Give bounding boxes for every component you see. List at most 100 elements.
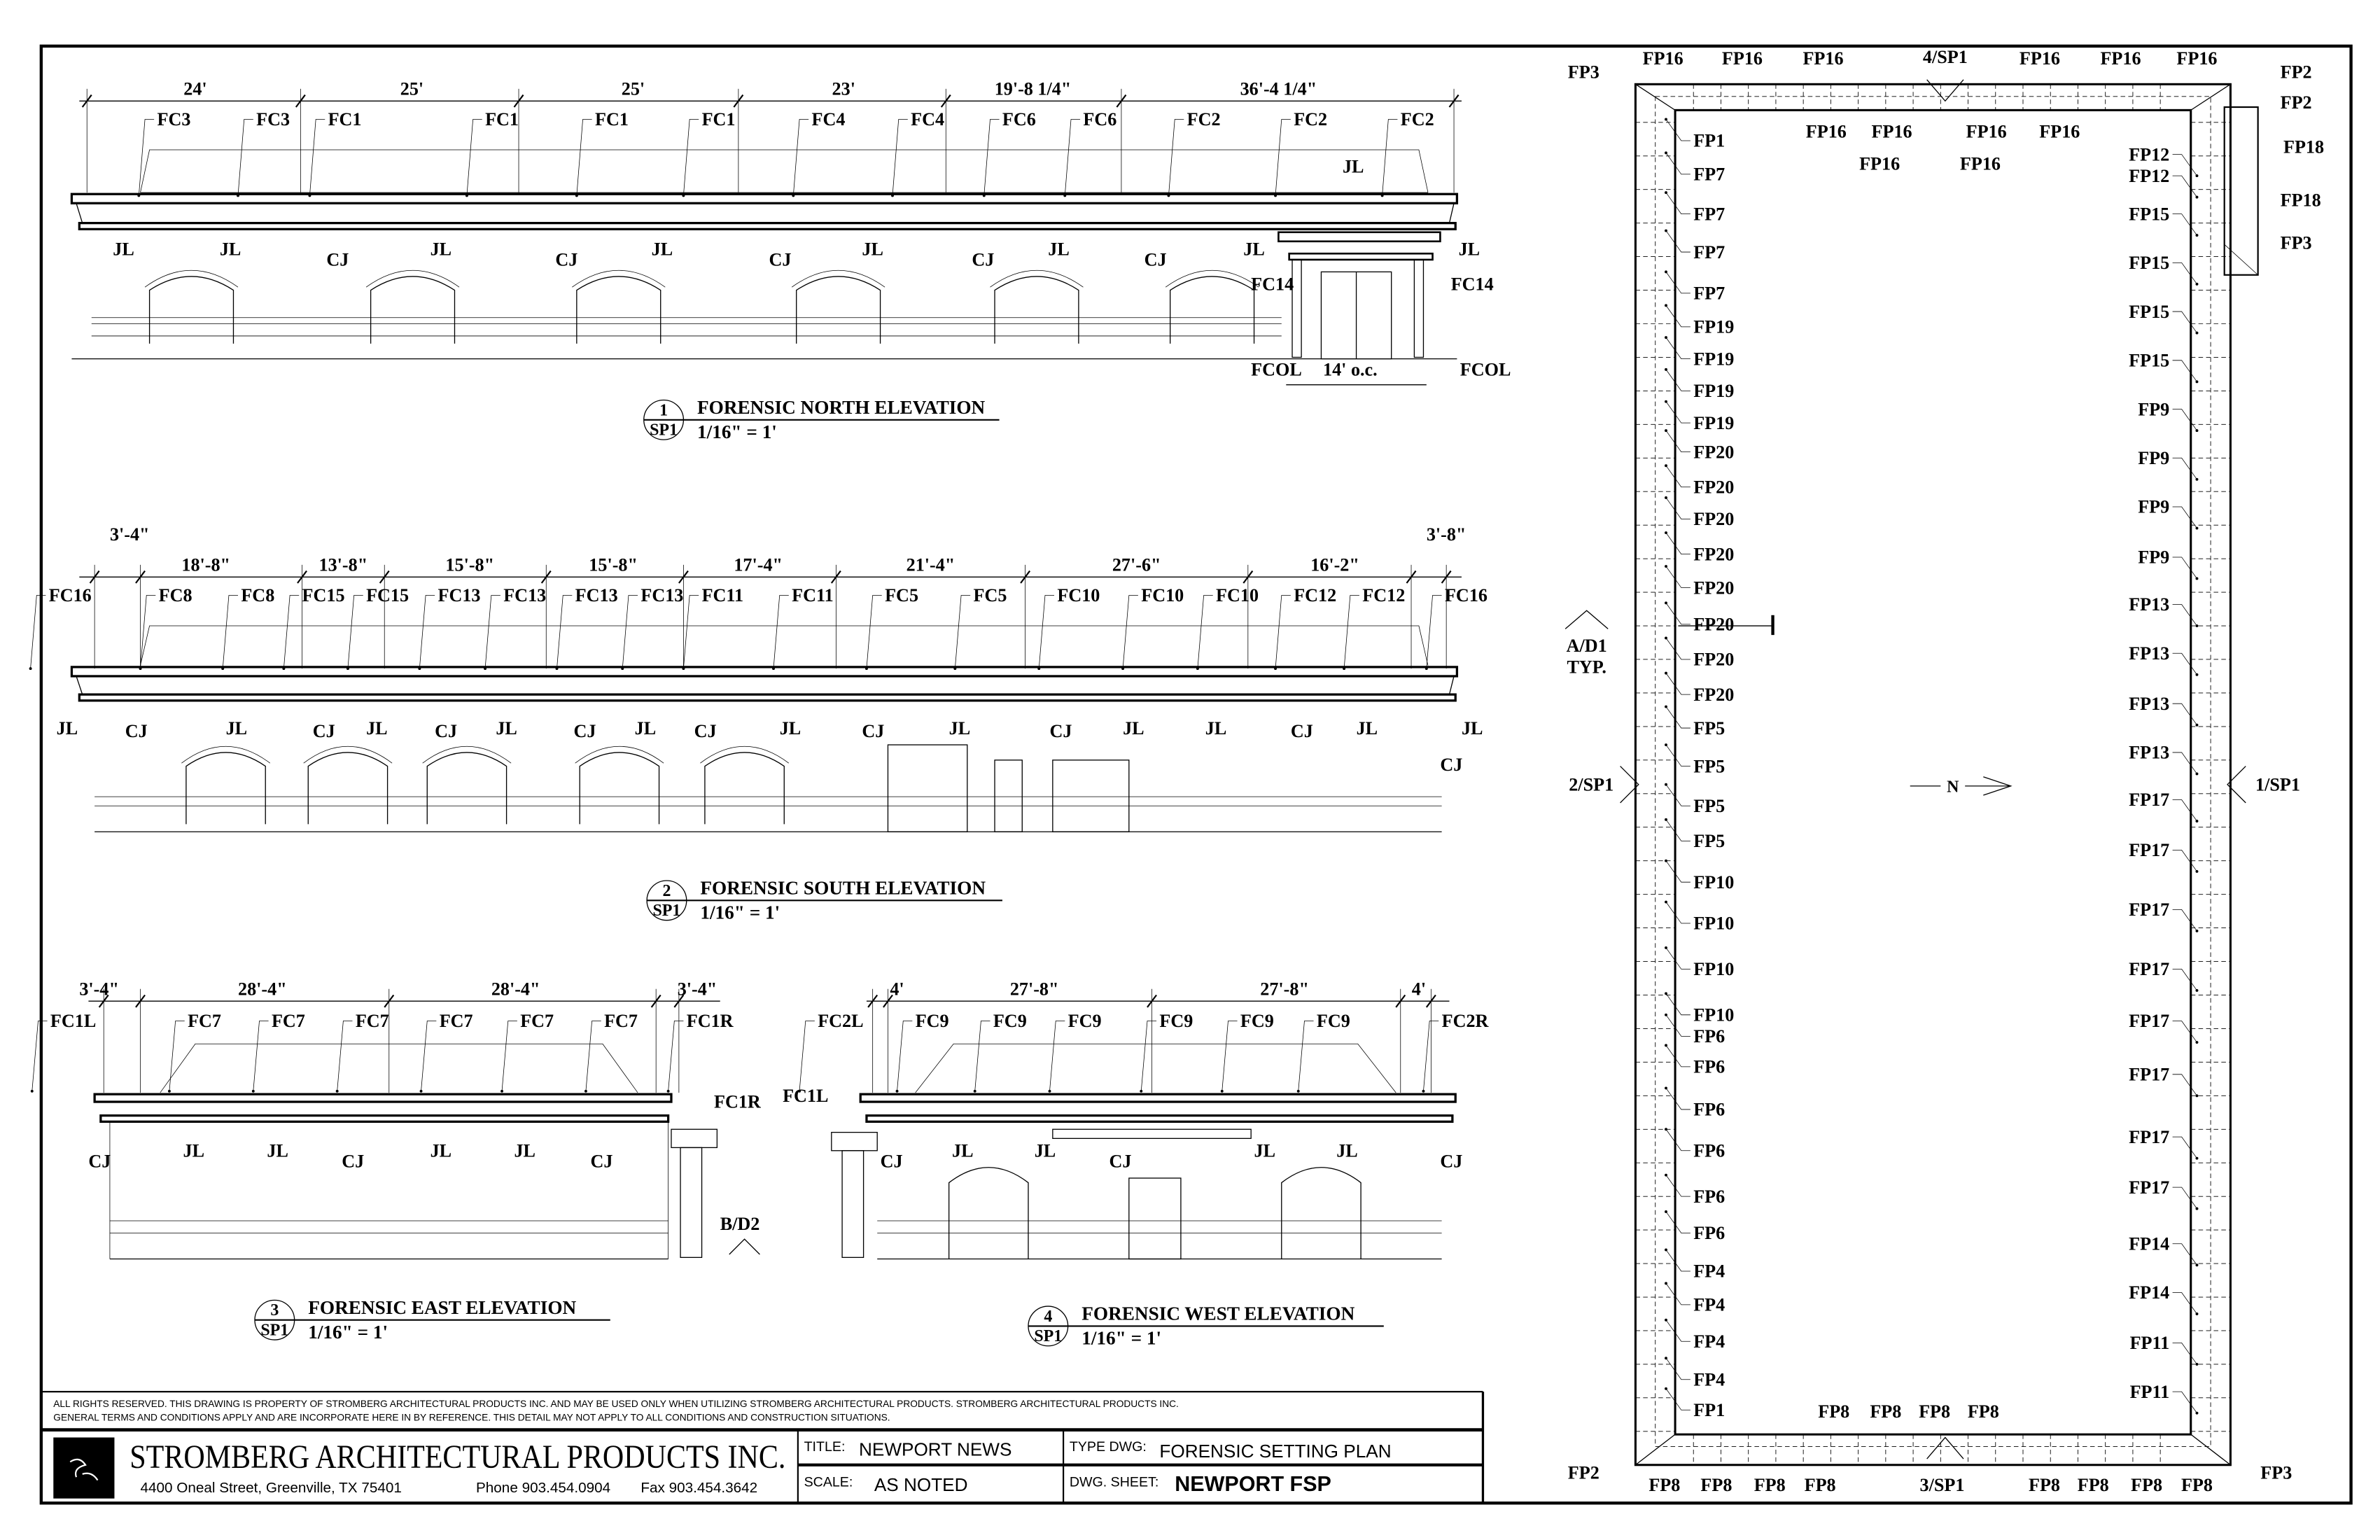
leader-line (347, 595, 363, 669)
section-arrow (1926, 79, 1964, 102)
plan-callout: FP16 (2019, 48, 2060, 69)
callout-label: FC12 (1362, 585, 1405, 606)
leader-line (2172, 652, 2197, 676)
callout-label: FC6 (1083, 109, 1116, 130)
callout-label: CJ (326, 250, 349, 270)
elevation-scale: 1/16" = 1' (1082, 1328, 1161, 1349)
callout-label: JL (1243, 239, 1265, 259)
plan-callout: FP17 (2129, 1127, 2169, 1147)
callout-label: FC10 (1216, 585, 1259, 606)
elevation-scale: 1/16" = 1' (700, 902, 780, 923)
detail-number: 4 (1044, 1308, 1052, 1326)
callout-label: FC1 (328, 109, 362, 130)
detail-number: 1 (659, 401, 668, 419)
leader-dot (1665, 1173, 1667, 1177)
leader-line (138, 119, 155, 196)
plan-callout: FP8 (1818, 1401, 1849, 1422)
callout-label: CJ (573, 721, 596, 741)
dimension-label: 27'-8" (1010, 979, 1059, 999)
plan-callout: FP9 (2138, 399, 2169, 419)
callout-label: FC9 (1317, 1011, 1350, 1031)
callout-label: JL (183, 1141, 205, 1161)
leader-line (1665, 1088, 1690, 1110)
plan-callout: FP6 (1693, 1223, 1725, 1243)
plan-callout: FP17 (2129, 1065, 2169, 1085)
callout-label: JL (1462, 718, 1483, 738)
leader-line (2172, 1292, 2197, 1315)
leader-dot (30, 1089, 34, 1093)
callout-label: FC5 (885, 585, 918, 606)
plan-callout: FP17 (2129, 959, 2169, 979)
leader-dot (1665, 229, 1667, 232)
leader-line (1665, 673, 1690, 695)
callout-label: FC4 (811, 109, 845, 130)
callout-label: FC13 (640, 585, 683, 606)
callout-label: JL (267, 1141, 288, 1161)
leader-dot (555, 667, 559, 671)
plan-callout: FP16 (2039, 122, 2080, 142)
leader-line (1665, 784, 1690, 806)
callout-label: FC3 (256, 109, 290, 130)
plan-callout: FP3 (2260, 1462, 2292, 1483)
leader-line (1665, 153, 1690, 175)
plan-callout: FP5 (1693, 796, 1725, 816)
leader-line (1665, 566, 1690, 588)
leader-line (1298, 1021, 1314, 1091)
leader-dot (346, 667, 349, 671)
title-label: TITLE: (804, 1439, 846, 1455)
section-arrow (2227, 766, 2246, 804)
leader-dot (335, 1089, 339, 1093)
leader-line (1665, 1129, 1690, 1152)
plan-callout: FP11 (2130, 1333, 2170, 1353)
type-dwg-label: TYPE DWG: (1070, 1439, 1147, 1455)
elevation-title: FORENSIC SOUTH ELEVATION (700, 878, 986, 899)
callout-label: FC7 (520, 1011, 554, 1031)
plan-callout: FP6 (1693, 1026, 1725, 1046)
leader-dot (237, 194, 239, 197)
leader-dot (167, 1089, 171, 1093)
plan-callout: FP16 (1643, 48, 1684, 69)
leader-line (466, 119, 482, 196)
callout-label: FC7 (272, 1011, 305, 1031)
plan-callout: FP12 (2129, 166, 2169, 186)
leader-line (140, 595, 156, 669)
arched-window (576, 276, 662, 344)
title-block: ALL RIGHTS RESERVED. THIS DRAWING IS PRO… (41, 1391, 1485, 1504)
leader-dot (1665, 1086, 1667, 1090)
callout-label: FC13 (503, 585, 546, 606)
leader-dot (2195, 477, 2199, 481)
leader-dot (1196, 667, 1199, 671)
leader-line (974, 1021, 990, 1091)
dimension-label: 28'-4" (238, 979, 287, 999)
leader-dot (666, 1089, 670, 1093)
dimension-label: 15'-8" (589, 555, 638, 575)
leader-dot (1424, 667, 1428, 671)
plan-callout: FP6 (1693, 1057, 1725, 1077)
arched-window (796, 276, 881, 344)
plan-callout: FP15 (2129, 253, 2169, 273)
plan-callout: FP12 (2129, 144, 2169, 164)
callout-label: FC11 (702, 585, 744, 606)
leader-line (1665, 1250, 1690, 1272)
detail-sheet: SP1 (650, 421, 678, 440)
forensic-setting-plan (1634, 83, 2259, 1466)
dimension-label: 23' (832, 79, 855, 99)
leader-dot (1665, 1013, 1667, 1016)
type-dwg-value: FORENSIC SETTING PLAN (1159, 1441, 1391, 1462)
plan-callout: FP19 (1693, 413, 1734, 433)
leader-line (1665, 1045, 1690, 1068)
leader-dot (2195, 820, 2199, 822)
leader-dot (282, 667, 286, 671)
leader-dot (29, 667, 32, 671)
leader-dot (2195, 1094, 2199, 1098)
plan-callout: FP2 (2281, 92, 2312, 113)
leader-line (2172, 1021, 2197, 1043)
arched-window (579, 752, 660, 825)
callout-label: FC9 (1068, 1011, 1102, 1031)
plan-callout: FP13 (2129, 594, 2169, 615)
detail-number: 3 (270, 1301, 279, 1320)
leader-line (892, 119, 908, 196)
detail-sheet: SP1 (652, 902, 680, 920)
plan-callout: FP10 (1693, 959, 1734, 979)
elevation-title: FORENSIC NORTH ELEVATION (697, 397, 986, 418)
